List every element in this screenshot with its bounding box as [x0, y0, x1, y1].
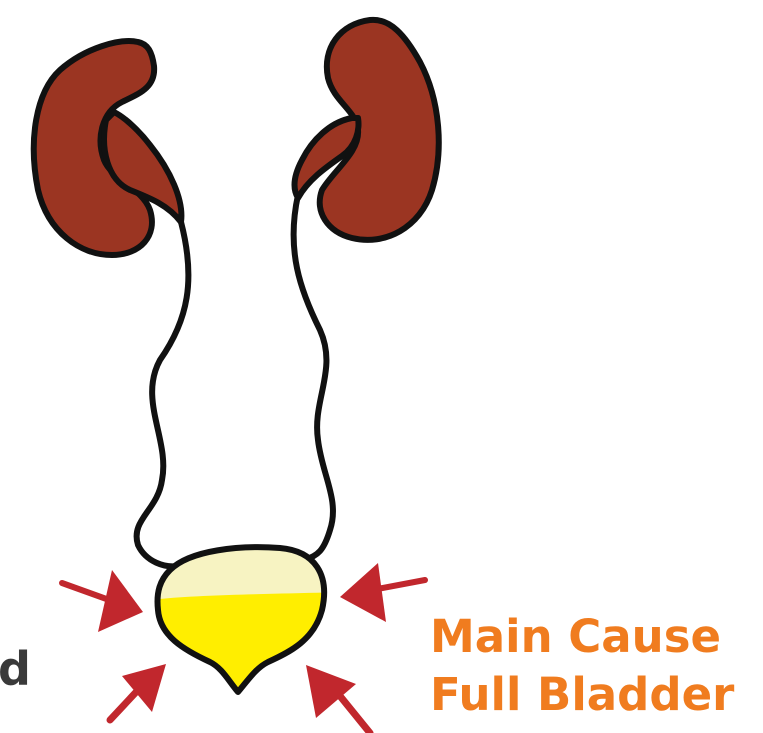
cut-off-text: d: [0, 646, 31, 692]
arrow-lower-left: [110, 664, 166, 720]
arrow-upper-left: [62, 570, 143, 632]
left-ureter: [137, 222, 189, 566]
right-kidney: [295, 20, 439, 240]
right-ureter: [294, 195, 333, 560]
cause-line-1: Main Cause: [430, 608, 734, 666]
cause-label: Main Cause Full Bladder: [430, 608, 734, 724]
arrow-lower-right: [306, 665, 370, 733]
arrow-upper-right: [340, 563, 425, 622]
left-kidney: [34, 41, 182, 255]
cause-line-2: Full Bladder: [430, 666, 734, 724]
